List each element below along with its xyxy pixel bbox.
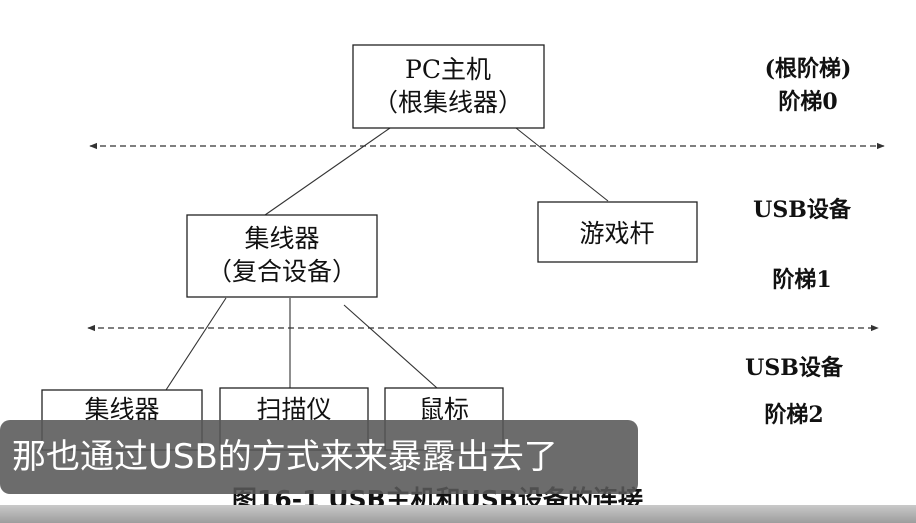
node-hub2-label: 集线器 [84,395,159,424]
tier-label-2: USB设备 阶梯2 [745,355,844,428]
edge-hub-composite-to-mouse [343,304,438,389]
node-mouse-label: 鼠标 [419,395,469,424]
node-hub-composite-line-2: （复合设备） [207,257,357,286]
tier-label-1-line-1: USB设备 [753,197,852,223]
node-pc-host: PC主机 （根集线器） [352,44,545,129]
node-pc-host-line-2: （根集线器） [373,88,523,117]
node-joystick-label: 游戏杆 [579,219,654,248]
node-pc-host-line-1: PC主机 [405,55,491,84]
tier-label-1-line-2: 阶梯1 [772,267,831,293]
player-control-bar[interactable] [0,505,916,523]
video-subtitle: 那也通过USB的方式来来暴露出去了 [0,420,638,494]
tier-label-1: USB设备 阶梯1 [753,197,852,293]
tier-label-0: (根阶梯) 阶梯0 [765,56,852,115]
tier-label-0-line-2: 阶梯0 [778,89,837,115]
tier-label-2-line-1: USB设备 [745,355,844,381]
edge-hub-composite-to-hub2 [165,297,227,391]
node-hub-composite-line-1: 集线器 [244,224,319,253]
edge-pc-host-to-hub-composite [264,127,391,216]
tier-label-0-line-1: (根阶梯) [765,56,852,82]
edge-pc-host-to-joystick [515,127,609,202]
node-scanner-label: 扫描仪 [256,395,331,424]
tier-label-2-line-2: 阶梯2 [764,402,823,428]
node-hub-composite: 集线器 （复合设备） [186,214,378,298]
node-joystick: 游戏杆 [537,201,698,263]
